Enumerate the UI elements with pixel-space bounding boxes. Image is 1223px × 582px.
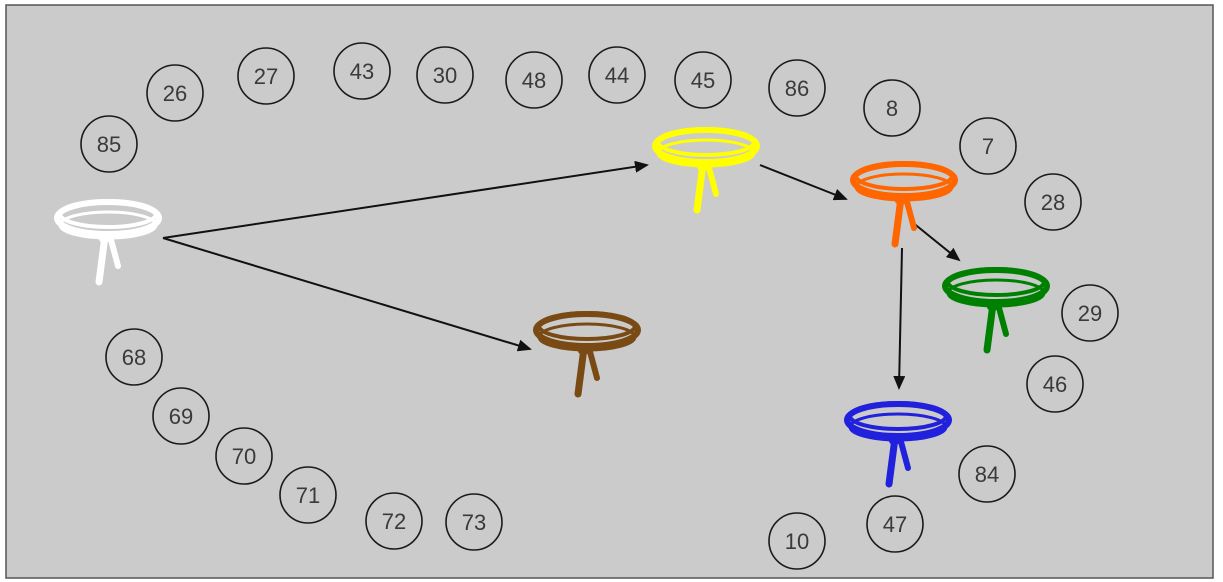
number-label: 86 bbox=[785, 76, 809, 101]
number-circle bbox=[1061, 284, 1119, 342]
number-node: 71 bbox=[279, 466, 337, 524]
number-label: 68 bbox=[122, 345, 146, 370]
number-label: 27 bbox=[254, 64, 278, 89]
number-circle bbox=[768, 59, 826, 117]
number-label: 48 bbox=[522, 68, 546, 93]
number-circle bbox=[333, 42, 391, 100]
belts-layer bbox=[54, 127, 1050, 488]
number-circle bbox=[215, 427, 273, 485]
number-node: 29 bbox=[1061, 284, 1119, 342]
number-circle bbox=[365, 492, 423, 550]
number-node: 28 bbox=[1024, 173, 1082, 231]
blue-belt-icon bbox=[844, 401, 952, 488]
edges-layer bbox=[162, 160, 961, 390]
number-label: 73 bbox=[462, 510, 486, 535]
number-circle bbox=[146, 64, 204, 122]
number-label: 7 bbox=[982, 134, 994, 159]
number-node: 46 bbox=[1026, 355, 1084, 413]
number-circle bbox=[505, 51, 563, 109]
orange-belt-icon bbox=[850, 161, 958, 248]
number-label: 46 bbox=[1043, 372, 1067, 397]
number-node: 7 bbox=[959, 117, 1017, 175]
arrow-white-to-yellow bbox=[162, 160, 649, 239]
arrow-yellow-to-orange bbox=[759, 164, 848, 201]
number-label: 45 bbox=[691, 68, 715, 93]
arrow-white-to-brown bbox=[162, 237, 532, 352]
number-label: 44 bbox=[605, 63, 629, 88]
number-circle bbox=[445, 493, 503, 551]
numbers-layer: 85 26 27 43 30 48 44 45 86 8 7 28 29 46 84 47 10 68 69 70 71… bbox=[80, 42, 1119, 570]
number-node: 44 bbox=[588, 46, 646, 104]
number-label: 71 bbox=[296, 483, 320, 508]
number-node: 10 bbox=[768, 512, 826, 570]
number-circle bbox=[958, 445, 1016, 503]
number-node: 69 bbox=[152, 387, 210, 445]
number-node: 86 bbox=[768, 59, 826, 117]
number-circle bbox=[1026, 355, 1084, 413]
number-label: 10 bbox=[785, 529, 809, 554]
number-circle bbox=[416, 46, 474, 104]
number-node: 8 bbox=[863, 79, 921, 137]
number-label: 85 bbox=[97, 132, 121, 157]
arrow-orange-to-green bbox=[911, 221, 961, 262]
number-label: 72 bbox=[382, 509, 406, 534]
number-node: 30 bbox=[416, 46, 474, 104]
canvas-background bbox=[5, 4, 1214, 579]
number-node: 47 bbox=[866, 495, 924, 553]
yellow-belt-icon bbox=[652, 127, 760, 214]
number-node: 68 bbox=[105, 328, 163, 386]
number-label: 30 bbox=[433, 63, 457, 88]
number-label: 29 bbox=[1078, 301, 1102, 326]
number-circle bbox=[152, 387, 210, 445]
brown-belt-icon bbox=[533, 311, 641, 398]
number-node: 45 bbox=[674, 51, 732, 109]
number-label: 26 bbox=[163, 81, 187, 106]
number-node: 70 bbox=[215, 427, 273, 485]
number-circle bbox=[674, 51, 732, 109]
number-circle bbox=[105, 328, 163, 386]
number-circle bbox=[866, 495, 924, 553]
number-circle bbox=[1024, 173, 1082, 231]
number-node: 27 bbox=[237, 47, 295, 105]
arrow-orange-to-blue bbox=[893, 247, 906, 390]
number-circle bbox=[863, 79, 921, 137]
number-node: 72 bbox=[365, 492, 423, 550]
number-circle bbox=[237, 47, 295, 105]
number-label: 84 bbox=[975, 462, 999, 487]
number-label: 8 bbox=[886, 96, 898, 121]
number-label: 70 bbox=[232, 444, 256, 469]
number-circle bbox=[768, 512, 826, 570]
number-circle bbox=[959, 117, 1017, 175]
number-node: 73 bbox=[445, 493, 503, 551]
number-node: 48 bbox=[505, 51, 563, 109]
number-circle bbox=[588, 46, 646, 104]
number-label: 69 bbox=[169, 404, 193, 429]
number-node: 84 bbox=[958, 445, 1016, 503]
number-circle bbox=[80, 115, 138, 173]
white-belt-icon bbox=[54, 199, 162, 286]
number-label: 47 bbox=[883, 512, 907, 537]
number-node: 85 bbox=[80, 115, 138, 173]
number-node: 43 bbox=[333, 42, 391, 100]
number-node: 26 bbox=[146, 64, 204, 122]
number-circle bbox=[279, 466, 337, 524]
green-belt-icon bbox=[942, 267, 1050, 354]
number-label: 43 bbox=[350, 59, 374, 84]
number-label: 28 bbox=[1041, 190, 1065, 215]
